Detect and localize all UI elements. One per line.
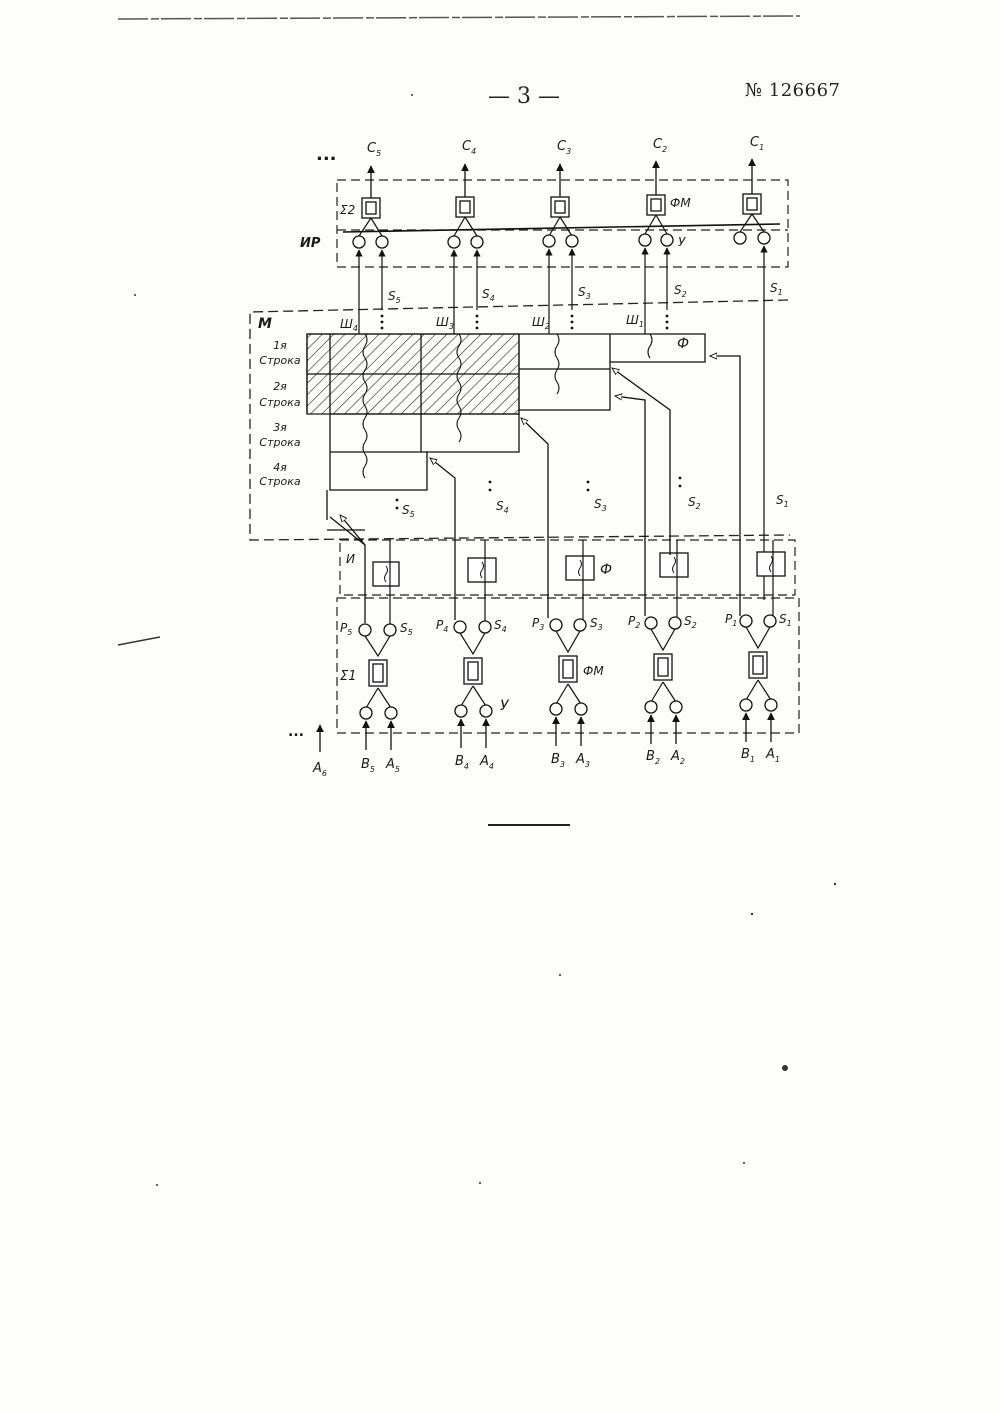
adder-5 [362,198,380,218]
output-label-c4: C4 [462,139,476,156]
adder-3 [551,197,569,217]
input-a5: A5 [385,757,400,774]
s-top-4: S4 [482,287,495,303]
s-mid-labels: S5 S4 S3 S2 S1 [402,493,789,519]
row-1-word: Строка [259,354,300,367]
label-ir: ИР [300,236,321,251]
label-fm-bottom: ФМ [583,664,604,678]
s-bottom-4: S4 [494,618,507,634]
s-bottom-1: S1 [779,612,792,628]
s-mid-4: S4 [496,499,509,515]
output-label-c5: C5 [367,141,381,158]
p-5: P5 [340,621,352,637]
ellipsis-bottom: ... [288,724,304,740]
s-mid-3: S3 [594,497,607,513]
sigma1-adders [369,652,767,686]
p-2: P2 [628,614,640,630]
row-2-num: 2я [273,380,287,393]
p-1: P1 [725,612,737,628]
input-a6: A6 [312,761,327,778]
row-1-num: 1я [273,339,287,352]
label-u-top: У [678,235,686,249]
s-top-5: S5 [388,289,401,305]
output-arrows [371,159,752,198]
bus-3: Ш3 [436,315,454,331]
s-top-3: S3 [578,285,591,301]
input-a1: A1 [765,747,780,764]
s-mid-dots [396,477,682,510]
label-phi-top: Ф [677,336,689,352]
adder-2 [647,195,665,215]
label-i: И [346,552,355,566]
s-mid-2: S2 [688,495,701,511]
p-4: P4 [436,618,448,634]
output-label-c1: C1 [750,135,764,152]
bus-labels: Ш4 Ш3 Ш2 Ш1 [340,313,644,333]
label-sigma1: Σ1 [340,669,357,684]
carry-line-top [343,224,780,232]
bus-1: Ш1 [626,313,644,329]
input-a4: A4 [479,754,494,771]
bus-2: Ш2 [532,315,550,331]
input-circles [360,699,777,719]
sigma2-block [337,180,788,267]
output-label-c3: C3 [557,139,571,156]
input-labels: A6 B5 A5 B4 A4 B3 A3 B2 A2 B1 A1 [312,747,780,778]
scan-line [118,16,800,19]
row-4-num: 4я [273,461,287,474]
label-sigma2: Σ2 [340,203,355,217]
adder-1 [743,194,761,214]
row-4-word: Строка [259,475,300,488]
s-mid-1: S1 [776,493,789,509]
s-bottom-3: S3 [590,616,603,632]
p-3: P3 [532,616,544,632]
bus-up-lines [359,246,764,600]
s-top-1: S1 [770,281,783,297]
label-m: М [258,316,272,332]
s-bottom-5: S5 [400,621,413,637]
row-labels: 1я Строка 2я Строка 3я Строка 4я Строка [259,339,300,488]
bus-4: Ш4 [340,317,358,333]
s-mid-lines [390,540,773,625]
scan-specks [134,94,836,1186]
output-label-c2: C2 [653,137,667,154]
sigma2-adders [362,194,761,218]
adder-4 [456,197,474,217]
row-3-word: Строка [259,436,300,449]
input-a3: A3 [575,752,590,769]
row-3-num: 3я [273,421,287,434]
margin-mark [118,637,160,645]
input-a2: A2 [670,749,685,766]
input-b4: B4 [455,754,469,771]
label-u-bottom: У [500,698,510,714]
s-mid-5: S5 [402,503,415,519]
ir-circles [353,232,770,248]
s-bottom-2: S2 [684,614,697,630]
ellipsis-top: ... [316,144,337,165]
label-phi-mid: Ф [600,562,612,578]
row-2-word: Строка [259,396,300,409]
input-b3: B3 [551,752,565,769]
p-s-circles [359,615,776,636]
input-b5: B5 [361,757,375,774]
input-b2: B2 [646,749,660,766]
s-top-2: S2 [674,283,687,299]
input-b1: B1 [741,747,755,764]
label-fm-top: ФМ [670,196,691,210]
top-output-labels: C5 C4 C3 C2 C1 [367,135,764,158]
